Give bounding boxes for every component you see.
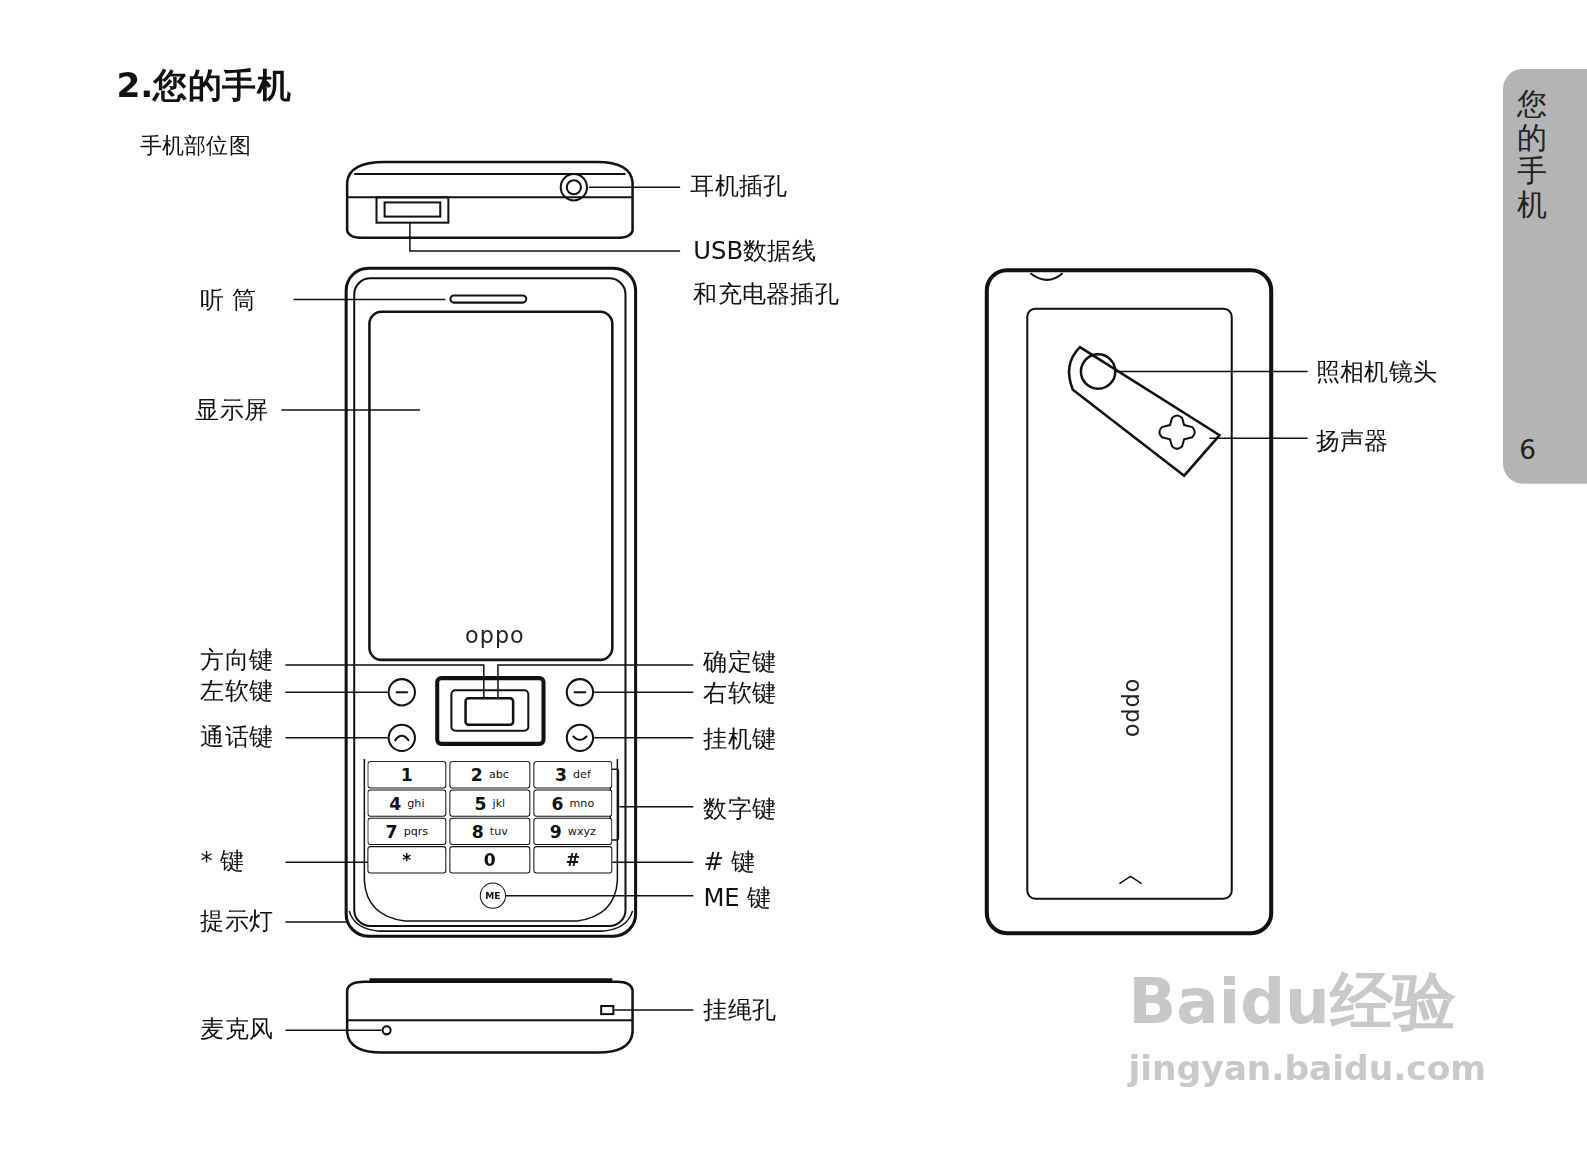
part-label: 听 筒	[200, 285, 256, 314]
part-label: ME 键	[703, 883, 771, 912]
part-label: 耳机插孔	[690, 172, 787, 201]
keypad-key: 2 abc	[449, 761, 530, 788]
part-label: 右软键	[703, 679, 776, 708]
part-label: 照相机镜头	[1316, 357, 1437, 386]
section-name: 您的手机	[1517, 87, 1547, 221]
keypad-key: 8 tuv	[449, 818, 530, 845]
watermark: jingyan.baidu.com	[1128, 1047, 1486, 1088]
part-label: 扬声器	[1316, 427, 1389, 456]
keypad-key: 0	[449, 846, 530, 873]
key-digit: 4	[389, 793, 401, 813]
key-digit: 0	[484, 850, 496, 870]
key-digit: 6	[551, 793, 563, 813]
keypad-key: 9 wxyz	[533, 818, 612, 845]
key-letters: tuv	[490, 825, 508, 838]
key-digit: *	[402, 850, 411, 870]
part-label: 通话键	[200, 722, 273, 751]
button-text: ME	[485, 891, 500, 901]
key-digit: 1	[401, 765, 413, 785]
key-letters: wxyz	[568, 825, 596, 838]
section-tab: 您的手机 6	[1503, 69, 1587, 484]
keypad-key: 3 def	[533, 761, 612, 788]
me-button: ME	[480, 883, 506, 909]
part-label: 数字键	[703, 794, 776, 823]
key-letters: ghi	[407, 797, 424, 810]
part-label: 麦克风	[200, 1015, 273, 1044]
page-number: 6	[1519, 435, 1536, 465]
page-title: 2.您的手机	[116, 65, 291, 105]
key-letters: abc	[489, 768, 509, 781]
key-letters: mno	[570, 797, 595, 810]
key-digit: 5	[475, 793, 487, 813]
keypad-key: *	[367, 846, 446, 873]
part-label: 挂绳孔	[703, 995, 776, 1024]
brand-logo: oppo	[465, 622, 525, 648]
part-label: 确定键	[703, 647, 776, 676]
part-label: 左软键	[200, 677, 273, 706]
key-digit: 8	[472, 821, 484, 841]
watermark: Baidu经验	[1128, 965, 1455, 1040]
key-digit: 3	[555, 765, 567, 785]
key-digit: 9	[550, 821, 562, 841]
part-label: # 键	[703, 848, 755, 877]
keypad-key: 6 mno	[533, 789, 612, 816]
subtitle: 手机部位图	[140, 133, 251, 159]
keypad-key: 1	[367, 761, 446, 788]
part-label: 方向键	[200, 645, 273, 674]
key-digit: #	[566, 850, 580, 870]
brand-logo: oppo	[1119, 679, 1145, 739]
key-letters: pqrs	[404, 825, 429, 838]
key-digit: 7	[386, 821, 398, 841]
keypad-key: 5 jkl	[449, 789, 530, 816]
key-letters: jkl	[493, 797, 506, 810]
part-label: USB数据线 和充电器插孔	[693, 230, 865, 315]
part-label: 提示灯	[200, 906, 273, 935]
part-label: * 键	[200, 847, 244, 876]
keypad-key: 4 ghi	[367, 789, 446, 816]
key-letters: def	[573, 768, 591, 781]
key-digit: 2	[471, 765, 483, 785]
part-label: 显示屏	[195, 395, 268, 424]
keypad-key: 7 pqrs	[367, 818, 446, 845]
keypad-key: #	[533, 846, 612, 873]
part-label: 挂机键	[703, 724, 776, 753]
